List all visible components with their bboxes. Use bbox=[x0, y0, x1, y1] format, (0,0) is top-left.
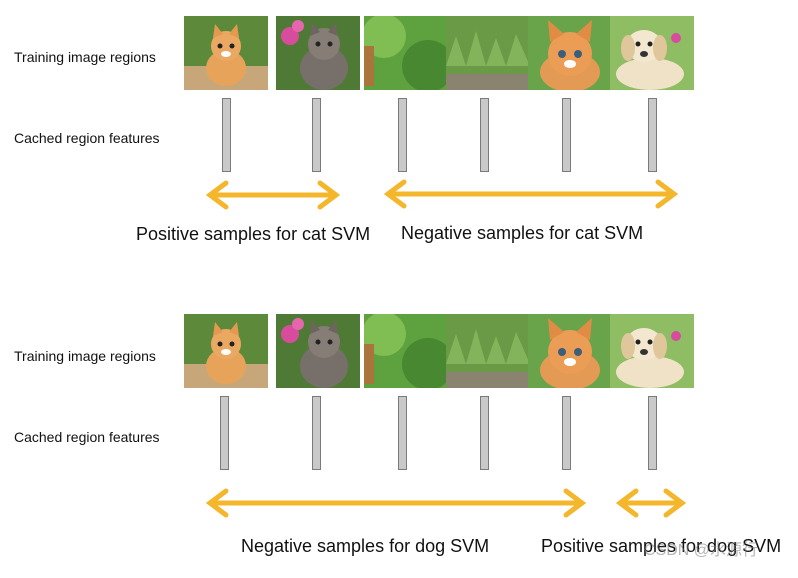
cat-svm-panel: Training image regions Cached region fea… bbox=[0, 0, 798, 280]
feature-vector bbox=[562, 396, 571, 470]
training-image-regions-label: Training image regions bbox=[14, 49, 156, 65]
positive-caption: Positive samples for cat SVM bbox=[136, 224, 371, 244]
cached-region-features-label: Cached region features bbox=[14, 130, 160, 146]
cached-region-features-label: Cached region features bbox=[14, 429, 160, 445]
grass-image bbox=[446, 16, 530, 90]
feature-vector bbox=[480, 98, 489, 172]
kitten-image bbox=[184, 16, 268, 90]
sample-arrows bbox=[205, 488, 687, 518]
feature-vector bbox=[648, 98, 657, 172]
feature-vector bbox=[648, 396, 657, 470]
gray-kitten-image bbox=[276, 314, 360, 388]
grass-image bbox=[446, 314, 530, 388]
grass-bokeh-image bbox=[364, 16, 448, 90]
feature-vector bbox=[480, 396, 489, 470]
feature-vector bbox=[312, 396, 321, 470]
feature-vector bbox=[398, 396, 407, 470]
training-image-regions-label: Training image regions bbox=[14, 348, 156, 364]
grass-bokeh-image bbox=[364, 314, 448, 388]
kitten-image bbox=[184, 314, 268, 388]
watermark-text: CSDN @水源行 bbox=[644, 542, 759, 559]
feature-vector bbox=[398, 98, 407, 172]
orange-cat-image bbox=[528, 16, 612, 90]
feature-vector bbox=[562, 98, 571, 172]
feature-vector bbox=[312, 98, 321, 172]
puppy-image bbox=[610, 16, 694, 90]
orange-cat-image bbox=[528, 314, 612, 388]
negative-caption: Negative samples for cat SVM bbox=[401, 223, 644, 243]
feature-vector bbox=[220, 396, 229, 470]
puppy-image bbox=[610, 314, 694, 388]
negative-caption: Negative samples for dog SVM bbox=[241, 536, 490, 556]
gray-kitten-image bbox=[276, 16, 360, 90]
feature-vector bbox=[222, 98, 231, 172]
dog-svm-panel: Training image regions Cached region fea… bbox=[0, 298, 798, 568]
positive-caption: Positive samples for dog SVM bbox=[541, 536, 782, 556]
sample-arrows bbox=[205, 179, 679, 210]
